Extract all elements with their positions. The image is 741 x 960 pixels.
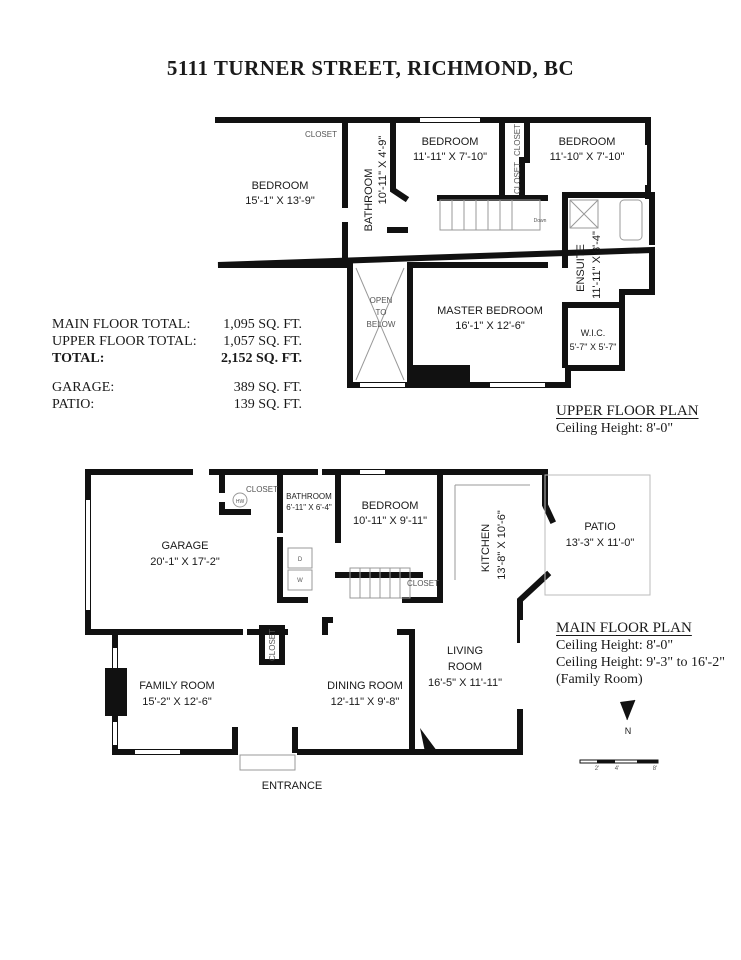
room-label-bathroom: BATHROOM — [363, 169, 375, 232]
room-size-dining-room: 12'-11" X 9'-8" — [331, 696, 400, 708]
room-label-bathroom: BATHROOM — [286, 492, 332, 501]
north-arrow-icon: N — [620, 699, 636, 736]
room-label-bedroom: BEDROOM — [559, 136, 616, 148]
closet-label: CLOSET — [407, 579, 439, 588]
open-below-label: OPEN — [370, 296, 393, 305]
room-label-bedroom: BEDROOM — [252, 180, 309, 192]
open-below-label: TO — [376, 308, 387, 317]
closet-label: CLOSET — [513, 124, 522, 156]
room-label-patio: PATIO — [584, 521, 616, 533]
scale-tick: 2' — [595, 766, 599, 772]
room-label-family-room: FAMILY ROOM — [139, 680, 214, 692]
scale-bar: 2' 4' 8' — [579, 759, 659, 772]
value: 389 SQ. FT. — [233, 380, 302, 395]
upper-floor-label: UPPER FLOOR PLAN Ceiling Height: 8'-0" — [556, 403, 699, 437]
closet-label: CLOSET — [513, 162, 522, 194]
room-size-wic: 5'-7" X 5'-7" — [570, 342, 617, 352]
room-label-bedroom: BEDROOM — [362, 500, 419, 512]
room-size-bedroom: 15'-1" X 13'-9" — [245, 195, 315, 207]
room-label-living-room: ROOM — [448, 661, 482, 673]
washer-label: W — [297, 578, 303, 584]
label: UPPER FLOOR TOTAL: — [52, 334, 197, 349]
scale-tick: 8' — [653, 766, 657, 772]
label: PATIO: — [52, 397, 95, 412]
label: GARAGE: — [52, 380, 115, 395]
upper-ceiling-height: Ceiling Height: 8'-0" — [556, 421, 674, 436]
entrance-label: ENTRANCE — [262, 780, 323, 792]
room-size-garage: 20'-1" X 17'-2" — [150, 556, 220, 568]
open-below-label: BELOW — [367, 320, 396, 329]
room-label-master-bedroom: MASTER BEDROOM — [437, 305, 543, 317]
total-upper: UPPER FLOOR TOTAL: 1,057 SQ. FT. — [52, 333, 302, 350]
value: 2,152 SQ. FT. — [220, 351, 302, 366]
total-main: MAIN FLOOR TOTAL: 1,095 SQ. FT. — [52, 316, 302, 333]
value: 1,095 SQ. FT. — [223, 317, 302, 332]
total-garage: GARAGE: 389 SQ. FT. — [52, 379, 302, 396]
closet-label: CLOSET — [268, 629, 277, 661]
closet-label: CLOSET — [305, 130, 337, 139]
room-label-kitchen: KITCHEN — [480, 524, 492, 572]
room-size-patio: 13'-3" X 11'-0" — [566, 537, 635, 549]
total-all: TOTAL: 2,152 SQ. FT. — [52, 350, 302, 367]
label: MAIN FLOOR TOTAL: — [52, 317, 191, 332]
room-label-wic: W.I.C. — [581, 328, 606, 338]
dryer-label: D — [298, 557, 303, 563]
scale-tick: 4' — [615, 766, 619, 772]
north-label: N — [625, 726, 632, 736]
closet-label: CLOSET — [246, 485, 278, 494]
room-size-kitchen: 13'-8" X 10'-6" — [496, 510, 508, 580]
water-heater-label: HW — [236, 499, 245, 505]
main-ceiling-height: Ceiling Height: 8'-0" — [556, 638, 674, 653]
label: TOTAL: — [52, 351, 105, 366]
stair-note: Down — [534, 218, 547, 224]
value: 139 SQ. FT. — [233, 397, 302, 412]
room-label-ensuite: ENSUITE — [575, 244, 587, 292]
room-size-master-bedroom: 16'-1" X 12'-6" — [455, 320, 525, 332]
main-floor-plan: GARAGE 20'-1" X 17'-2" CLOSET HW BATHROO… — [85, 469, 651, 792]
upper-floor-heading: UPPER FLOOR PLAN — [556, 403, 699, 419]
family-ceiling-height: Ceiling Height: 9'-3" to 16'-2" — [556, 655, 725, 670]
room-label-bedroom: BEDROOM — [422, 136, 479, 148]
room-size-bedroom: 11'-10" X 7'-10" — [550, 151, 625, 163]
room-size-family-room: 15'-2" X 12'-6" — [142, 696, 212, 708]
room-label-living-room: LIVING — [447, 645, 483, 657]
page-title: 5111 TURNER STREET, RICHMOND, BC — [166, 56, 575, 80]
room-size-bedroom: 10'-11" X 9'-11" — [353, 515, 427, 527]
room-size-bathroom: 6'-11" X 6'-4" — [286, 503, 332, 512]
room-label-garage: GARAGE — [161, 540, 208, 552]
total-patio: PATIO: 139 SQ. FT. — [52, 396, 302, 413]
family-ceiling-note: (Family Room) — [556, 672, 643, 687]
upper-floor-plan: BEDROOM 15'-1" X 13'-9" CLOSET BATHROOM … — [215, 117, 655, 388]
room-size-bedroom: 11'-11" X 7'-10" — [413, 151, 487, 163]
room-size-bathroom: 10'-11" X 4'-9" — [377, 136, 389, 205]
room-size-ensuite: 11'-11" X 8'-4" — [591, 231, 603, 299]
value: 1,057 SQ. FT. — [223, 334, 302, 349]
main-floor-heading: MAIN FLOOR PLAN — [556, 620, 692, 636]
area-totals: MAIN FLOOR TOTAL: 1,095 SQ. FT. UPPER FLO… — [52, 316, 302, 413]
room-size-living-room: 16'-5" X 11'-11" — [428, 677, 502, 689]
room-label-dining-room: DINING ROOM — [327, 680, 403, 692]
main-floor-label: MAIN FLOOR PLAN Ceiling Height: 8'-0" Ce… — [556, 620, 725, 688]
